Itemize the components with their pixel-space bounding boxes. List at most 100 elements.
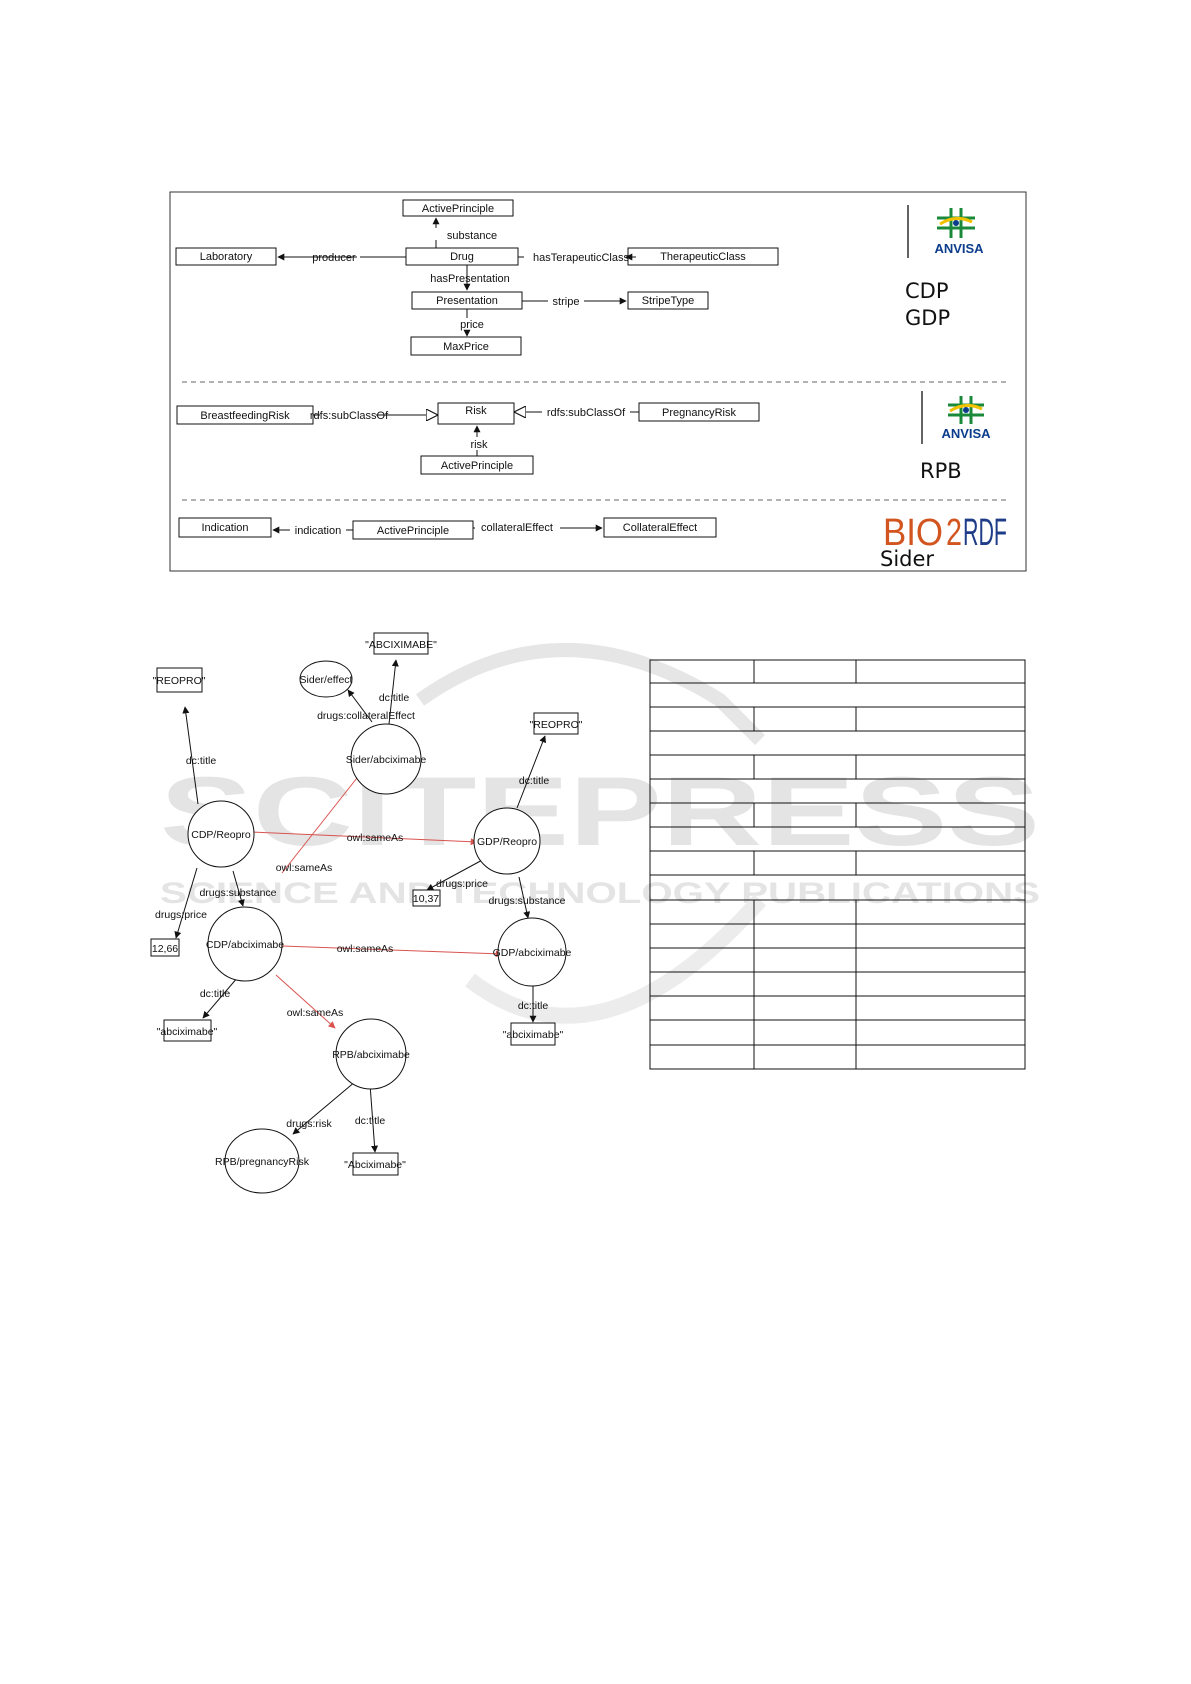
bio2rdf-logo: BIO 2 RDF Sider — [880, 512, 1007, 571]
node-cdp-reopro-label: CDP/Reopro — [191, 829, 251, 841]
anvisa-emblem-icon — [937, 208, 975, 238]
literal-price-1-label: 12,66 — [152, 943, 178, 955]
literal-abciximabe-2 — [510, 1022, 556, 1046]
schema-panel: ActivePrinciple Drug Laboratory Therapeu… — [169, 191, 1027, 572]
source-label-gdp: GDP — [905, 306, 950, 330]
literal-price-2 — [412, 889, 441, 907]
node-presentation-label: Presentation — [436, 295, 498, 307]
property-edges — [174, 659, 546, 1153]
source-label-rpb: RPB — [920, 459, 962, 483]
node-indication-label: Indication — [201, 522, 248, 534]
edge-same-as-gdp-abc — [281, 945, 503, 958]
edge-risk-label: risk — [470, 439, 488, 451]
resource-nodes: CDP/Reopro CDP/abciximabe Sider/abcixima… — [187, 660, 572, 1194]
schema-section-1: ActivePrinciple Drug Laboratory Therapeu… — [175, 199, 984, 356]
edge-sider-title — [388, 659, 399, 725]
bio2rdf-logo-rdf: RDF — [963, 512, 1007, 554]
watermark-swoosh-2 — [465, 894, 766, 1024]
node-pregnancy-risk-label: PregnancyRisk — [662, 407, 736, 419]
node-stripe-type-label: StripeType — [642, 295, 695, 307]
table-border — [649, 659, 1026, 1070]
node-cdp-abciximabe — [207, 906, 283, 982]
label-substance-1: drugs:substance — [199, 887, 276, 899]
anvisa-emblem-icon — [948, 396, 984, 424]
literal-price-1 — [150, 938, 180, 957]
node-breastfeeding-risk-label: BreastfeedingRisk — [200, 410, 290, 422]
label-collateral-effect: drugs:collateralEffect — [317, 710, 415, 722]
schema-section-3: Indication ActivePrinciple CollateralEff… — [178, 512, 1007, 571]
literal-abciximabe-1 — [163, 1019, 212, 1042]
node-laboratory — [175, 247, 277, 266]
watermark-sub: SCIENCE AND TECHNOLOGY PUBLICATIONS — [160, 877, 1040, 910]
node-sider-effect — [299, 660, 353, 698]
label-price-2: drugs:price — [436, 878, 488, 890]
literal-abciximabe-cap — [352, 1152, 399, 1176]
source-label-sider: Sider — [880, 547, 934, 571]
edge-cdp-reopro-substance — [232, 870, 245, 907]
node-active-principle — [402, 199, 514, 217]
edge-same-as-reopro — [251, 831, 478, 846]
node-max-price — [410, 336, 522, 356]
edge-subclass-left-label: rdfs:subClassOf — [310, 410, 389, 422]
watermark: SCITEPRESS SCIENCE AND TECHNOLOGY PUBLIC… — [160, 643, 1040, 1024]
edge-sider-effect — [347, 689, 373, 723]
anvisa-logo: ANVISA CDP GDP — [905, 205, 984, 330]
label-price-1: drugs:price — [155, 909, 207, 921]
node-cdp-abciximabe-label: CDP/abciximabe — [206, 939, 284, 951]
literal-abciximabe-upper — [373, 632, 429, 655]
label-same-as-4: owl:sameAs — [287, 1007, 344, 1019]
schema-section-2: BreastfeedingRisk Risk PregnancyRisk Act… — [176, 391, 991, 483]
edge-gdp-reopro-substance — [518, 876, 531, 919]
edge-rpb-risk — [292, 1080, 357, 1135]
bio2rdf-logo-bio: BIO — [883, 512, 943, 554]
watermark-main: SCITEPRESS — [160, 756, 1040, 866]
node-rpb-pregnancy-risk — [224, 1128, 300, 1194]
literal-price-2-label: 10,37 — [413, 893, 439, 905]
edge-gdp-reopro-price — [426, 857, 487, 891]
edge-cdp-reopro-price — [174, 867, 198, 939]
label-same-as-1: owl:sameAs — [347, 832, 404, 844]
anvisa-logo-text: ANVISA — [934, 241, 984, 256]
node-gdp-abciximabe-label: GDP/abciximabe — [493, 947, 572, 959]
edge-producer-label: producer — [312, 252, 356, 264]
same-as-edges — [251, 763, 503, 1029]
label-risk: drugs:risk — [286, 1118, 332, 1130]
edge-substance-label: substance — [447, 230, 497, 242]
empty-table — [649, 659, 1026, 1070]
edge-collateral-effect-label: collateralEffect — [481, 522, 553, 534]
source-label-cdp: CDP — [905, 279, 949, 303]
node-collateral-effect — [603, 517, 717, 538]
node-sider-abciximabe-label: Sider/abciximabe — [346, 754, 427, 766]
literal-abciximabe-upper-label: "ABCIXIMABE" — [365, 639, 437, 651]
anvisa-logo-2-text: ANVISA — [941, 426, 991, 441]
label-dc-title-5: dc:title — [518, 1000, 549, 1012]
node-rpb-pregnancy-risk-label: RPB/pregnancyRisk — [215, 1156, 310, 1168]
edge-same-as-rpb — [275, 974, 336, 1029]
node-indication — [178, 517, 272, 538]
literal-reopro-2-label: "REOPRO" — [530, 719, 583, 731]
literal-reopro-2 — [533, 712, 579, 735]
node-sider-effect-label: Sider/effect — [300, 674, 353, 686]
schema-panel-border — [169, 191, 1027, 572]
node-therapeutic-class-label: TherapeuticClass — [660, 251, 746, 263]
node-active-principle-2-label: ActivePrinciple — [441, 460, 513, 472]
node-collateral-effect-label: CollateralEffect — [623, 522, 697, 534]
node-risk-label: Risk — [465, 405, 487, 417]
literal-abciximabe-1-label: "abciximabe" — [157, 1026, 218, 1038]
watermark-swoosh — [415, 643, 765, 745]
label-substance-2: drugs:substance — [488, 895, 565, 907]
edge-rpb-title — [369, 1083, 379, 1153]
node-gdp-reopro — [473, 807, 541, 875]
literal-reopro-1 — [156, 667, 203, 693]
label-same-as-3: owl:sameAs — [337, 943, 394, 955]
edge-indication-label: indication — [295, 525, 341, 537]
literal-nodes: "REOPRO" "ABCIXIMABE" "REOPRO" 12,66 10,… — [150, 632, 583, 1176]
node-stripe-type — [627, 291, 709, 310]
edge-gdp-reopro-title — [516, 735, 546, 809]
edge-price-label: price — [460, 319, 484, 331]
node-sider-abciximabe — [350, 723, 422, 795]
node-gdp-abciximabe — [497, 917, 567, 987]
node-gdp-reopro-label: GDP/Reopro — [477, 836, 537, 848]
edge-has-presentation-label: hasPresentation — [430, 273, 510, 285]
